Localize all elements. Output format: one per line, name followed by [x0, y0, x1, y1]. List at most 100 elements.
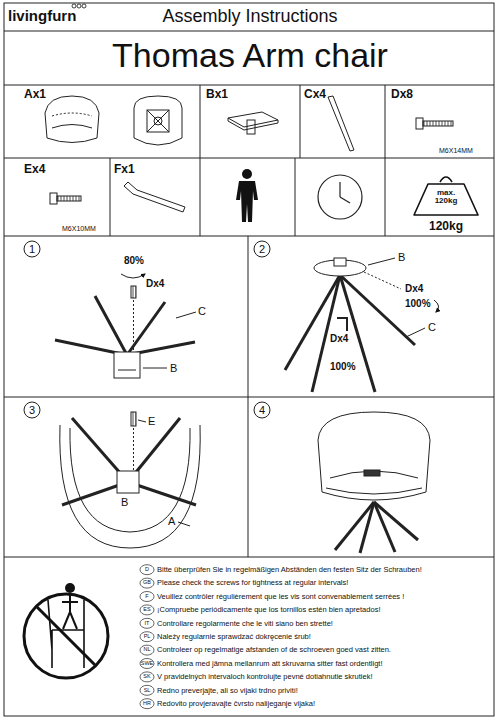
part-callout: B [170, 363, 177, 375]
language-circles [140, 672, 154, 682]
part-callout: Dx4 [146, 279, 164, 290]
language-circles [140, 632, 154, 642]
part-callout: B [121, 497, 128, 509]
chair-part [45, 96, 99, 143]
max-load: max. 120kg [429, 189, 463, 206]
step1-drawing [95, 296, 127, 355]
part-callout: A [168, 516, 175, 528]
chair-part [134, 96, 182, 145]
grid-frame [385, 158, 386, 236]
language-circles [140, 565, 154, 709]
warning-text: Należy regularnie sprawdzać dokręcenie ś… [157, 633, 311, 641]
language-code: F [145, 594, 148, 600]
clock-icon [318, 175, 362, 219]
part-callout: Dx4 [405, 284, 423, 295]
language-code: IT [145, 621, 150, 627]
language-code: NL [143, 647, 150, 653]
step4-drawing [364, 470, 380, 476]
leg-part [328, 96, 354, 151]
screw-size: M6X14MM [439, 147, 473, 154]
language-circles [140, 699, 154, 709]
no-standing-icon [24, 594, 108, 678]
screw-size: M6X10MM [62, 225, 96, 232]
person-icon [236, 181, 258, 222]
part-label: Ax1 [24, 88, 46, 101]
chair-part [147, 110, 169, 132]
step1-drawing [131, 286, 136, 298]
part-label: Fx1 [114, 163, 135, 176]
screw-part [57, 196, 81, 201]
weight-icon [414, 177, 478, 215]
warning-text: Controleer op regelmatige afstanden of d… [157, 646, 391, 654]
grid-frame [4, 158, 494, 159]
no-standing-icon [24, 583, 108, 678]
step1-drawing [55, 274, 196, 378]
step-circle [24, 241, 270, 418]
clock-icon [318, 175, 362, 219]
step1-drawing [114, 352, 140, 378]
warning-text: Veuillez contrôler régulièrement que les… [157, 593, 404, 601]
grid-frame [4, 85, 494, 86]
step-circle [24, 241, 40, 257]
language-code: SK [143, 674, 150, 680]
step-circle [254, 241, 270, 257]
no-standing-icon [62, 594, 78, 629]
language-circles [140, 659, 154, 669]
step2-drawing [368, 258, 395, 265]
warning-text: Please check the screws for tightness at… [157, 579, 348, 587]
warning-text: Controllare regolarmente che le viti sia… [157, 620, 333, 628]
step-number: 4 [259, 405, 265, 417]
language-circles [140, 605, 154, 615]
screw-part [50, 193, 81, 204]
step2-drawing [285, 258, 439, 392]
step1-drawing [143, 368, 167, 369]
grid-frame [300, 85, 301, 158]
step4-drawing [318, 412, 430, 553]
clock-icon [339, 182, 340, 197]
brand-logo: livingfurn [8, 8, 76, 24]
step-circle [254, 402, 270, 418]
logo-dots [77, 4, 81, 8]
step3-drawing [138, 420, 146, 422]
chair-part [45, 96, 182, 145]
screw-part [423, 121, 453, 126]
language-code: GB [143, 580, 151, 586]
grid-frame [200, 158, 201, 236]
grid-frame [4, 3, 494, 716]
allen-key [124, 182, 185, 212]
step2-drawing [340, 275, 415, 345]
step-number: 3 [29, 405, 35, 417]
language-code: PL [144, 634, 151, 640]
part-label: Cx4 [304, 88, 326, 101]
step3-drawing [131, 412, 136, 426]
step-number: 2 [259, 244, 265, 256]
weight-icon [440, 177, 452, 182]
part-label: Bx1 [206, 88, 228, 101]
step2-drawing [434, 300, 439, 312]
step2-drawing [334, 258, 346, 266]
warning-text: Redovito provjeravajte čvrsto nalijeganj… [157, 700, 315, 708]
part-callout: Dx4 [330, 334, 348, 345]
step2-drawing [364, 272, 401, 289]
allen-key [124, 182, 185, 212]
step1-drawing [118, 370, 136, 371]
title: Thomas Arm chair [112, 38, 388, 74]
torque-note: 100% [330, 362, 356, 373]
step1-drawing [176, 312, 196, 318]
step2-drawing [337, 318, 347, 331]
clock-icon [340, 197, 350, 203]
step-circle [24, 402, 40, 418]
step2-drawing [406, 328, 425, 337]
step1-drawing [127, 302, 165, 355]
grid-frame [248, 236, 249, 557]
step1-drawing [133, 300, 134, 350]
step4-drawing [374, 502, 418, 540]
step3-drawing [178, 522, 190, 526]
screw-part [416, 118, 423, 129]
warning-text: Redno preverjajte, ali so vijaki trdno p… [157, 687, 298, 695]
person-icon [236, 169, 258, 222]
weight-icon [414, 184, 478, 215]
language-code: SWE [141, 661, 154, 667]
grid-frame [200, 85, 201, 158]
language-circles [140, 578, 154, 588]
